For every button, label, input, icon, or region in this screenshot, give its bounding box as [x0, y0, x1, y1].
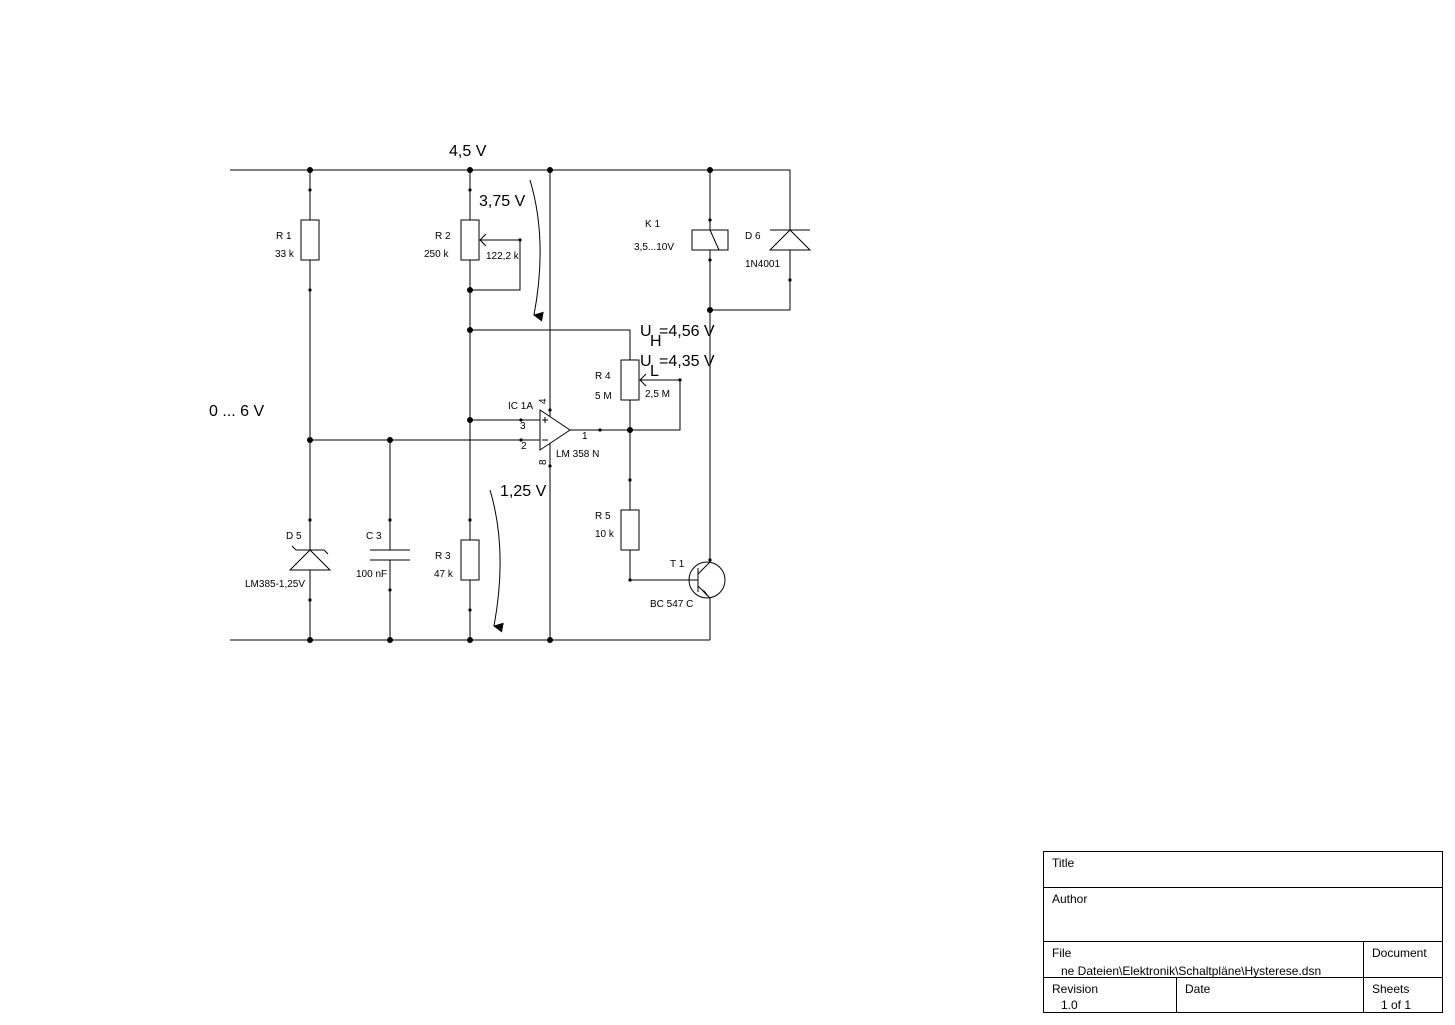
t1-value: BC 547 C	[650, 599, 693, 610]
title-cell: Title	[1044, 852, 1442, 888]
d6-freewheel-diode: D 6 1N4001	[710, 170, 812, 311]
date-label: Date	[1185, 982, 1211, 996]
d5-ref: D 5	[286, 531, 302, 542]
ic1a-ref: IC 1A	[508, 401, 533, 412]
k1-relay: K 1 3,5...10V	[634, 170, 729, 640]
title-label: Title	[1052, 856, 1075, 870]
uh-value: =4,56 V	[659, 323, 715, 340]
uh-main: U	[640, 323, 652, 340]
title-block: Title Author File ne Dateien\Elektronik\…	[1043, 851, 1443, 1013]
t1-transistor: T 1 BC 547 C	[628, 558, 726, 610]
d5-reference-diode: D 5 LM385-1,25V	[245, 518, 332, 640]
document-label: Document	[1372, 946, 1427, 960]
r1-ref: R 1	[276, 231, 292, 242]
document-cell: Document	[1364, 942, 1442, 978]
r4-potentiometer: R 4 5 M 2,5 M	[595, 330, 682, 510]
d6-value: 1N4001	[745, 259, 780, 270]
r3-resistor: R 3 47 k	[434, 518, 480, 640]
supply-voltage-label: 4,5 V	[449, 143, 487, 160]
sheets-label: Sheets	[1372, 982, 1410, 996]
revision-cell: Revision 1.0	[1044, 978, 1177, 1012]
k1-ref: K 1	[645, 219, 660, 230]
r3-voltage-label: 1,25 V	[500, 483, 547, 500]
r2-potentiometer: R 2 250 k 122,2 k	[424, 170, 522, 291]
t1-ref: T 1	[670, 559, 685, 570]
ul-value: =4,35 V	[659, 353, 715, 370]
lower-threshold-label: U L =4,35 V	[640, 353, 715, 380]
c3-ref: C 3	[366, 531, 382, 542]
r5-value: 10 k	[595, 529, 615, 540]
r5-resistor: R 5 10 k	[595, 509, 698, 581]
ic1a-pin-out: 1	[582, 431, 588, 442]
input-range-label: 0 ... 6 V	[209, 403, 264, 420]
r2-wiper-value: 122,2 k	[486, 251, 520, 262]
file-label: File	[1052, 946, 1072, 960]
c3-value: 100 nF	[356, 569, 387, 580]
ic1a-opamp: IC 1A 3 2 1 4 8 LM 358 N	[508, 398, 630, 468]
file-value: ne Dateien\Elektronik\Schaltpläne\Hyster…	[1061, 964, 1322, 978]
c3-capacitor: C 3 100 nF	[356, 440, 410, 640]
r2-ref: R 2	[435, 231, 451, 242]
r1-resistor: R 1 33 k	[275, 170, 320, 520]
file-cell: File ne Dateien\Elektronik\Schaltpläne\H…	[1044, 942, 1364, 978]
k1-value: 3,5...10V	[634, 242, 674, 253]
junction-dots	[307, 167, 713, 643]
upper-threshold-label: U H =4,56 V	[640, 323, 715, 350]
voltage-arrow-r3	[489, 489, 504, 633]
ic1a-pin-minus: 2	[521, 441, 527, 452]
r4-wiper-value: 2,5 M	[645, 389, 670, 400]
author-cell: Author	[1044, 888, 1442, 942]
ic1a-value: LM 358 N	[556, 449, 599, 460]
sheets-value: 1 of 1	[1381, 998, 1412, 1012]
r4-value: 5 M	[595, 391, 612, 402]
voltage-arrow-r2	[529, 179, 544, 322]
ic1a-pin-plus: 3	[520, 421, 526, 432]
r2-voltage-label: 3,75 V	[479, 193, 526, 210]
revision-value: 1.0	[1061, 998, 1078, 1012]
r1-value: 33 k	[275, 249, 295, 260]
r3-value: 47 k	[434, 569, 454, 580]
ic1a-pin-gnd: 8	[538, 459, 549, 465]
author-label: Author	[1052, 892, 1088, 906]
ul-main: U	[640, 353, 652, 370]
date-cell: Date	[1177, 978, 1364, 1012]
d5-value: LM385-1,25V	[245, 579, 305, 590]
r3-ref: R 3	[435, 551, 451, 562]
d6-ref: D 6	[745, 231, 761, 242]
ul-sub: L	[650, 363, 659, 380]
sheets-cell: Sheets 1 of 1	[1364, 978, 1442, 1012]
revision-label: Revision	[1052, 982, 1099, 996]
ic1a-pin-vcc: 4	[538, 398, 549, 404]
r4-ref: R 4	[595, 371, 611, 382]
r2-value: 250 k	[424, 249, 449, 260]
r5-ref: R 5	[595, 511, 611, 522]
uh-sub: H	[650, 333, 662, 350]
